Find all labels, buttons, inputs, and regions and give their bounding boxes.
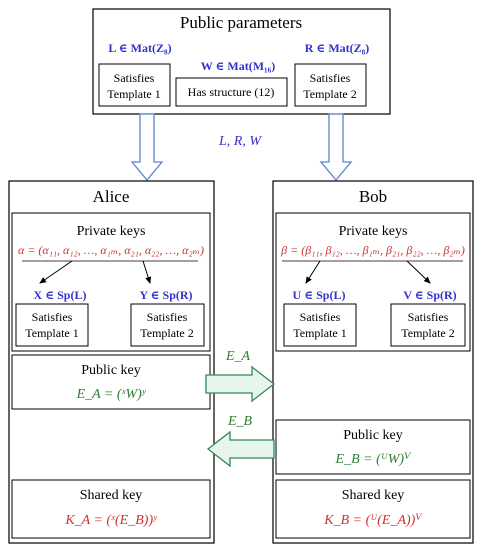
bob-shared-key-box: [275, 479, 471, 539]
beta-expression: β = (β₁₁, β₁₂, …, β₁ₘ, β₂₁, β₂₂, …, β₂ₘ): [280, 243, 465, 257]
structure-label: Has structure (12): [188, 85, 275, 99]
alpha-expression: α = (α₁₁, α₁₂, …, α₁ₘ, α₂₁, α₂₂, …, α₂ₘ): [18, 243, 204, 257]
alice-shared-key-expression: K_A = (ˣ(E_B))ʸ: [64, 513, 158, 528]
alice-template-2-line1: Satisfies: [147, 310, 188, 324]
V-key-expression: V ∈ Sp(R): [403, 288, 456, 302]
alice-shared-key-box: [11, 479, 211, 539]
template-1-box-public: [98, 63, 171, 107]
alice-private-keys-title: Private keys: [77, 224, 146, 239]
arrow-EB-to-alice: [206, 430, 275, 468]
shared-parameters-label: L, R, W: [218, 134, 262, 149]
alice-public-key-box: [11, 354, 211, 410]
beta-to-V-arrow: [406, 260, 431, 284]
Y-key-expression: Y ∈ Sp(R): [139, 288, 192, 302]
bob-template-1-line2: Template 1: [293, 326, 346, 340]
alice-template-1-line2: Template 1: [25, 326, 78, 340]
template-2-label-line2: Template 2: [303, 87, 356, 101]
public-parameters-title: Public parameters: [180, 13, 302, 32]
down-arrow-to-alice: [130, 113, 164, 182]
template-1-label-line2: Template 1: [107, 87, 160, 101]
bob-template-1-line1: Satisfies: [300, 310, 341, 324]
bob-template-2-line1: Satisfies: [408, 310, 449, 324]
bob-shared-key-title: Shared key: [342, 488, 405, 503]
down-arrow-to-bob: [319, 113, 353, 182]
arrow-EA-to-bob: [205, 365, 276, 403]
alice-public-key-title: Public key: [81, 363, 141, 378]
bob-private-keys-title: Private keys: [339, 224, 408, 239]
bob-template-2-line2: Template 2: [401, 326, 454, 340]
W-parameter-label: W ∈ Mat(M₁₆): [201, 59, 276, 73]
alice-title: Alice: [93, 187, 130, 206]
arrow-EA-label: E_A: [225, 349, 251, 364]
X-key-expression: X ∈ Sp(L): [34, 288, 87, 302]
bob-title: Bob: [359, 187, 387, 206]
beta-to-U-arrow: [305, 260, 321, 284]
bob-shared-key-expression: K_B = (ᵁ(E_A))ⱽ: [323, 513, 423, 528]
template-1-label-line1: Satisfies: [114, 71, 155, 85]
alpha-to-Y-arrow: [142, 260, 152, 284]
bob-public-key-box: [275, 419, 471, 475]
template-2-box-public: [294, 63, 367, 107]
alice-template-1-box: [15, 303, 89, 347]
template-2-label-line1: Satisfies: [310, 71, 351, 85]
U-key-expression: U ∈ Sp(L): [293, 288, 346, 302]
bob-template-2-box: [390, 303, 466, 347]
bob-public-key-expression: E_B = (ᵁW)ⱽ: [335, 452, 413, 467]
alice-template-1-line1: Satisfies: [32, 310, 73, 324]
structure-box-public: [175, 77, 288, 107]
alpha-to-X-arrow: [39, 260, 73, 284]
bob-public-key-title: Public key: [343, 428, 403, 443]
alice-shared-key-title: Shared key: [80, 488, 143, 503]
alice-template-2-box: [130, 303, 205, 347]
L-parameter-label: L ∈ Mat(Z₈): [108, 41, 171, 55]
R-parameter-label: R ∈ Mat(Z₈): [305, 41, 369, 55]
arrow-EB-label: E_B: [227, 414, 253, 429]
bob-template-1-box: [283, 303, 357, 347]
alice-public-key-expression: E_A = (ˣW)ʸ: [76, 387, 147, 402]
alice-template-2-line2: Template 2: [140, 326, 193, 340]
